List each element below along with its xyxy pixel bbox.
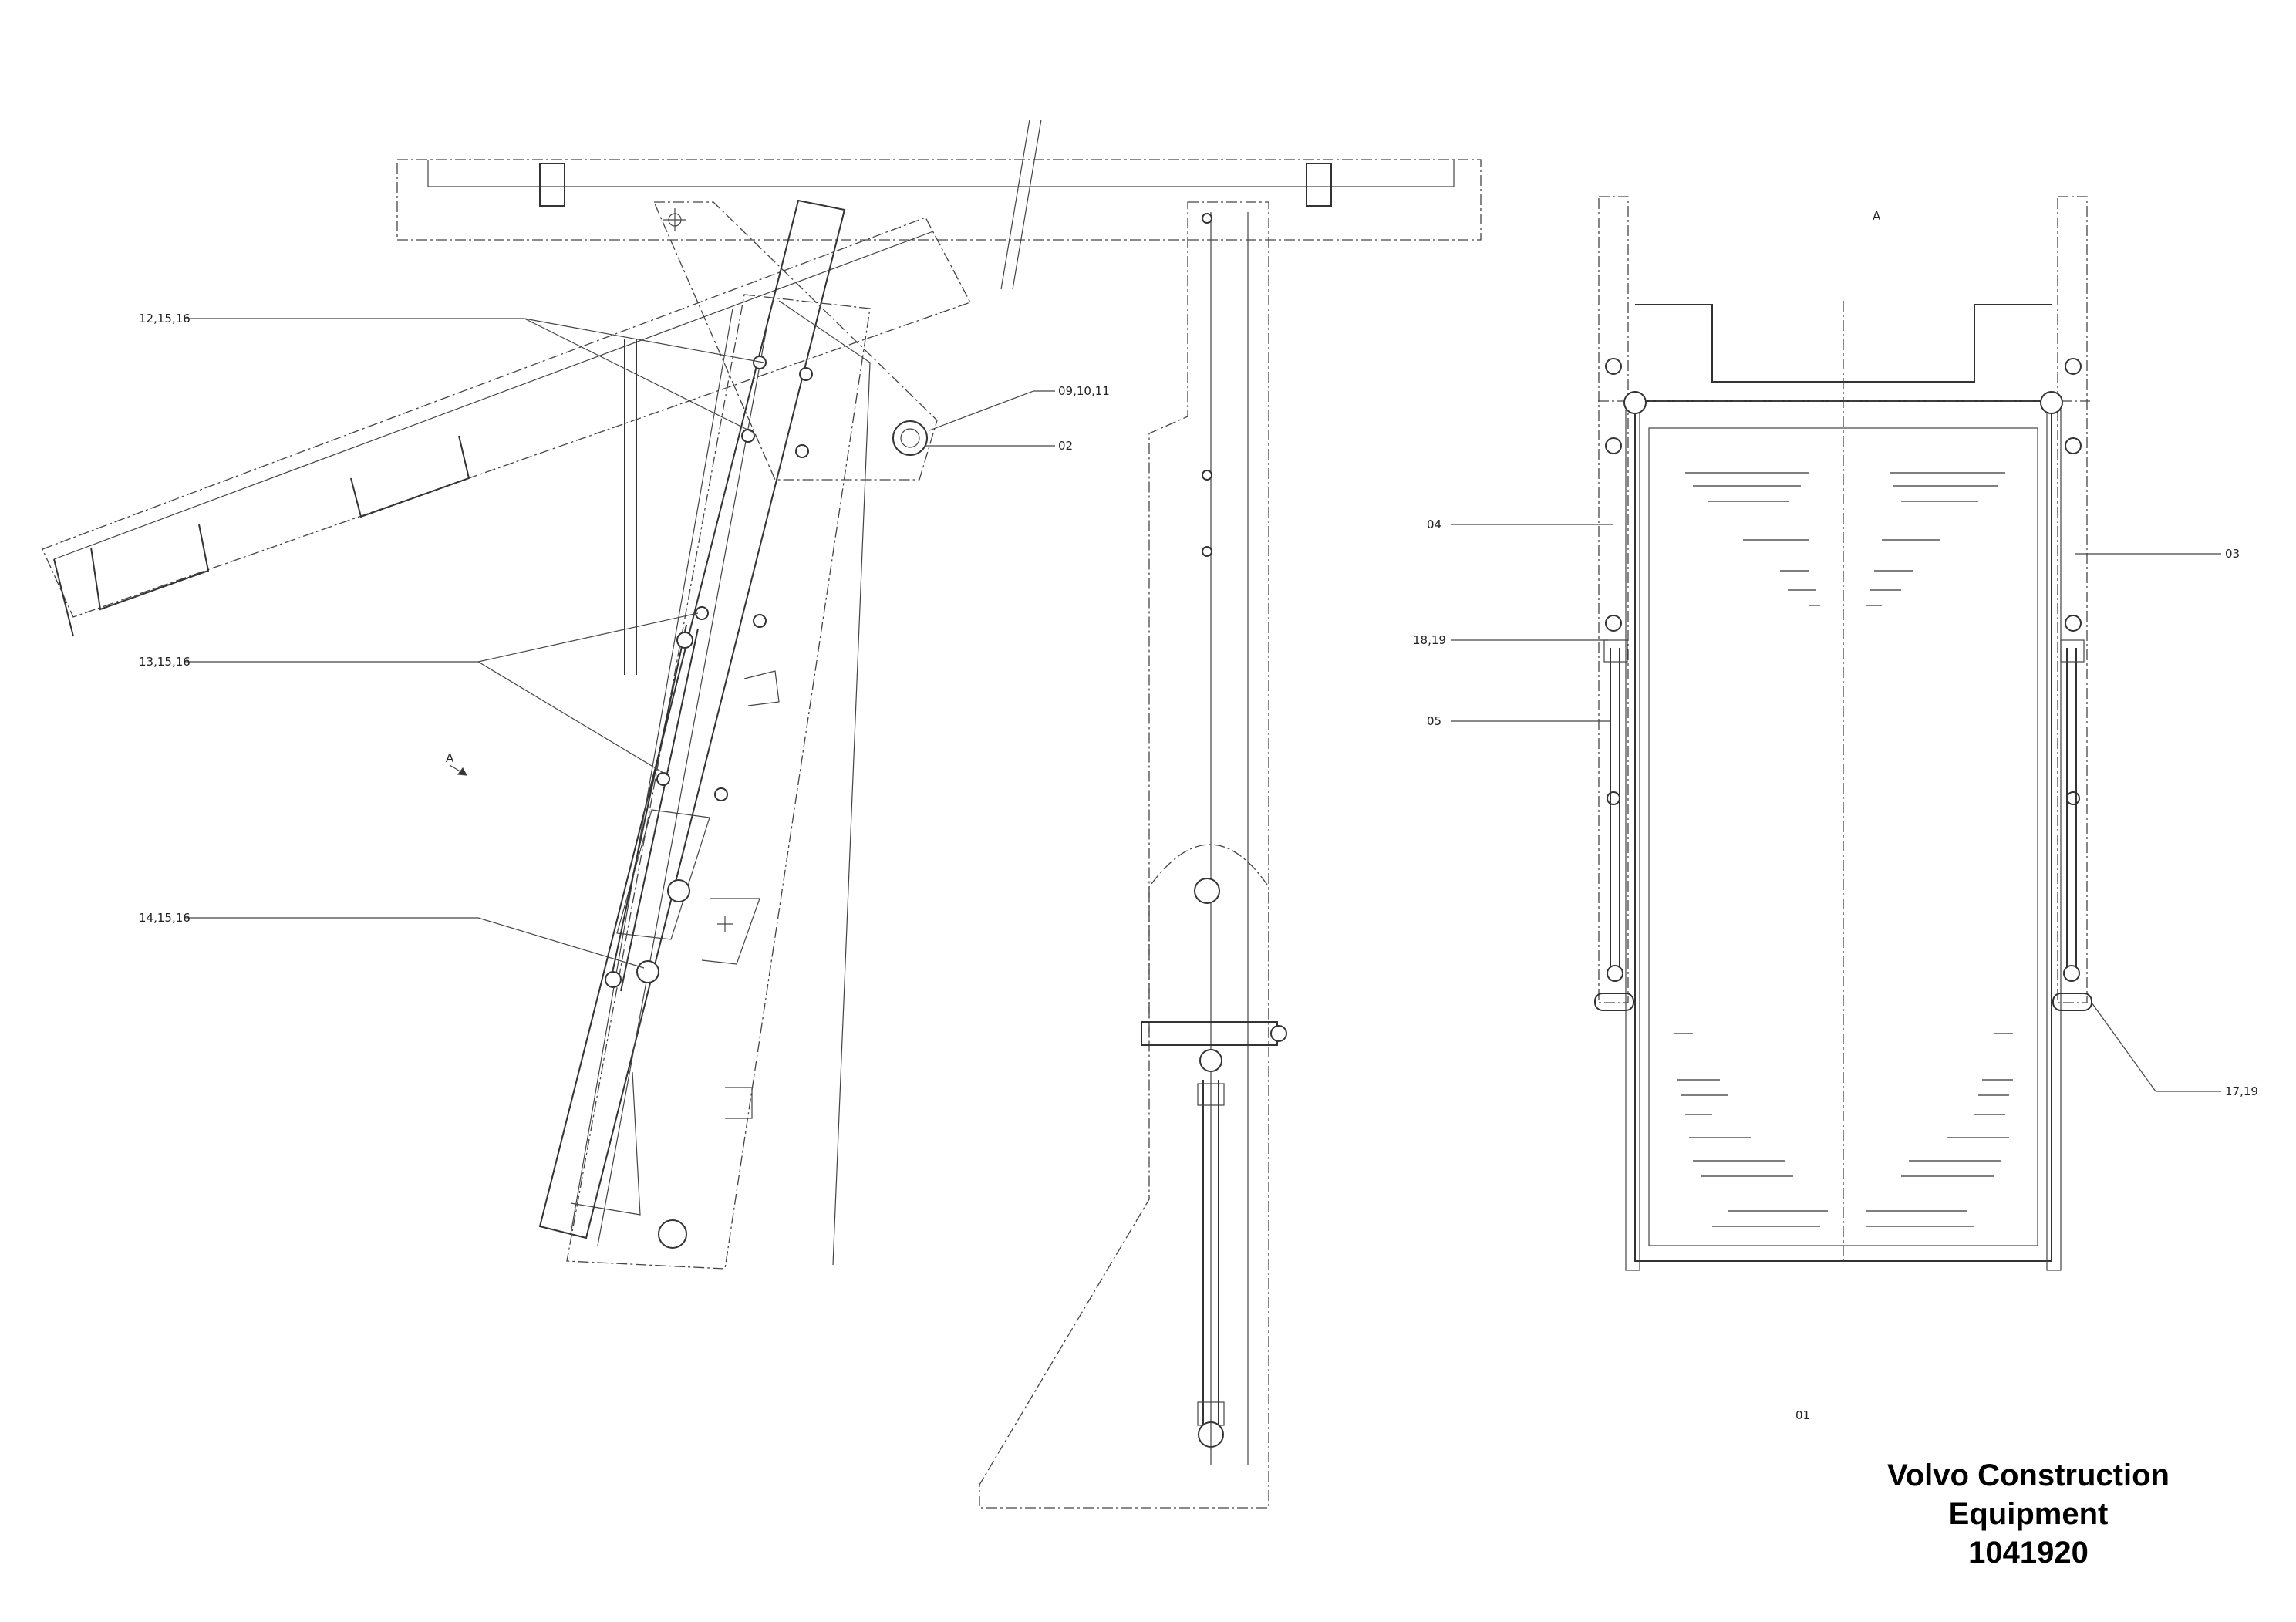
callout-03: 03 <box>2225 547 2240 561</box>
callout-04: 04 <box>1427 518 1441 531</box>
side-view-assembly: A <box>42 119 1482 1270</box>
top-beam <box>396 119 1482 290</box>
callout-01: 01 <box>1795 1408 1810 1422</box>
callout-18-19: 18,19 <box>1413 633 1446 647</box>
company-name-line2: Equipment <box>1948 1497 2109 1531</box>
center-stand-view <box>979 201 1287 1509</box>
top-view-a: A <box>1594 196 2092 1271</box>
callout-05: 05 <box>1427 714 1441 728</box>
view-arrow-label: A <box>446 751 454 765</box>
tilted-lid <box>42 217 971 637</box>
view-arrow-a: A <box>446 751 468 776</box>
side-plates <box>570 670 780 1216</box>
callout-02: 02 <box>1058 439 1073 453</box>
callout-09-10-11: 09,10,11 <box>1058 384 1110 398</box>
plate-lettering <box>1674 472 2013 1227</box>
title-block: Volvo Construction Equipment 1041920 <box>1820 1456 2237 1572</box>
pivot-bracket <box>653 201 938 481</box>
callout-17-19: 17,19 <box>2225 1084 2258 1098</box>
tilted-arm <box>538 199 871 1270</box>
callout-13-15-16: 13,15,16 <box>139 655 190 669</box>
fasteners-arm <box>636 356 813 1249</box>
part-number: 1041920 <box>1968 1536 2089 1570</box>
gas-strut-left <box>605 339 699 992</box>
callout-labels: 12,15,16 13,15,16 14,15,16 09,10,11 02 0… <box>139 312 2258 1422</box>
callout-12-15-16: 12,15,16 <box>139 312 190 325</box>
top-view-label: A <box>1873 209 1881 223</box>
leader-lines <box>185 318 2221 1092</box>
company-name-line1: Volvo Construction <box>1887 1458 2170 1492</box>
callout-14-15-16: 14,15,16 <box>139 911 190 925</box>
